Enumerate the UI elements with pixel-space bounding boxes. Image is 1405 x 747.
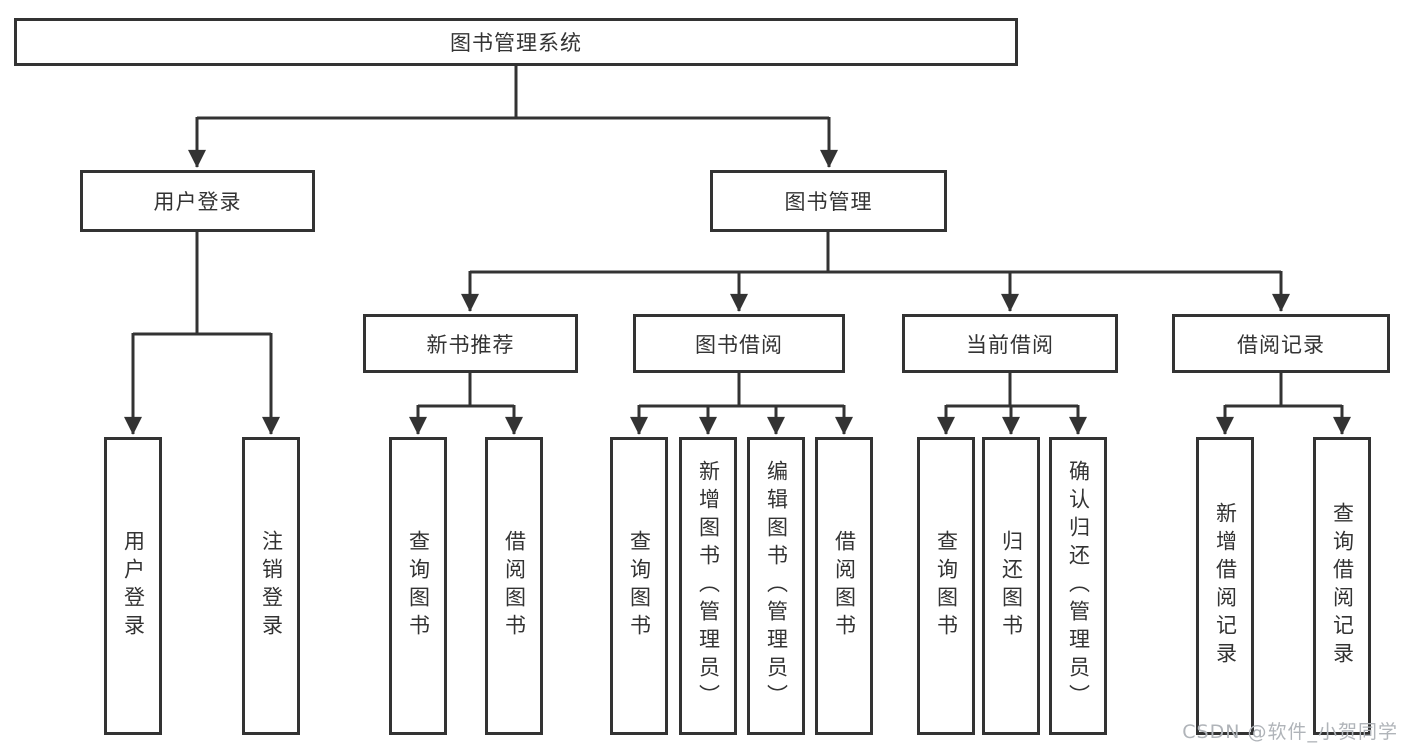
leaf-add-book-admin: 新增图书（管理员） <box>679 437 737 735</box>
leaf-confirm-return-admin: 确认归还（管理员） <box>1049 437 1107 735</box>
node-new-book-recommend: 新书推荐 <box>363 314 578 373</box>
leaf-query-books-borrow-label: 查询图书 <box>627 530 652 642</box>
node-current-borrow: 当前借阅 <box>902 314 1118 373</box>
leaf-query-borrow-record-label: 查询借阅记录 <box>1330 502 1355 670</box>
node-library-system: 图书管理系统 <box>14 18 1018 66</box>
leaf-user-login-label: 用户登录 <box>121 530 146 642</box>
node-book-borrow: 图书借阅 <box>633 314 845 373</box>
connector-current-borrow-trunk <box>946 373 1078 408</box>
leaf-add-borrow-record-label: 新增借阅记录 <box>1213 502 1238 670</box>
node-current-borrow-label: 当前借阅 <box>966 332 1054 357</box>
leaf-confirm-return-admin-label: 确认归还（管理员） <box>1066 460 1091 712</box>
leaf-query-books-recommend-label: 查询图书 <box>406 530 431 642</box>
leaf-borrow-books-recommend: 借阅图书 <box>485 437 543 735</box>
leaf-return-book-label: 归还图书 <box>999 530 1024 642</box>
connector-book-borrow-trunk <box>639 373 844 408</box>
connector-root-trunk <box>197 66 829 120</box>
leaf-add-book-admin-label: 新增图书（管理员） <box>696 460 721 712</box>
node-book-management: 图书管理 <box>710 170 947 232</box>
node-borrow-records: 借阅记录 <box>1172 314 1390 373</box>
leaf-edit-book-admin: 编辑图书（管理员） <box>747 437 805 735</box>
node-new-book-recommend-label: 新书推荐 <box>426 332 515 357</box>
leaf-query-books-current-label: 查询图书 <box>934 530 959 642</box>
leaf-logout: 注销登录 <box>242 437 300 735</box>
leaf-query-borrow-record: 查询借阅记录 <box>1313 437 1371 735</box>
leaf-borrow-books-recommend-label: 借阅图书 <box>502 530 527 642</box>
leaf-borrow-books-label: 借阅图书 <box>832 530 857 642</box>
node-library-system-label: 图书管理系统 <box>450 31 582 55</box>
connector-new-book-trunk <box>418 373 514 408</box>
node-borrow-records-label: 借阅记录 <box>1237 332 1325 357</box>
node-user-login: 用户登录 <box>80 170 315 232</box>
leaf-query-books-recommend: 查询图书 <box>389 437 447 735</box>
leaf-logout-label: 注销登录 <box>259 530 284 642</box>
connector-book-management-trunk <box>470 232 1281 274</box>
leaf-query-books-current: 查询图书 <box>917 437 975 735</box>
leaf-borrow-books: 借阅图书 <box>815 437 873 735</box>
node-book-management-label: 图书管理 <box>784 190 873 214</box>
connector-borrow-records-trunk <box>1225 373 1342 408</box>
node-user-login-label: 用户登录 <box>153 190 242 214</box>
leaf-user-login: 用户登录 <box>104 437 162 735</box>
leaf-query-books-borrow: 查询图书 <box>610 437 668 735</box>
connector-user-login-trunk <box>133 232 271 336</box>
leaf-return-book: 归还图书 <box>982 437 1040 735</box>
node-book-borrow-label: 图书借阅 <box>695 332 783 357</box>
leaf-add-borrow-record: 新增借阅记录 <box>1196 437 1254 735</box>
csdn-watermark: CSDN @软件_小贺同学 <box>1182 721 1398 743</box>
leaf-edit-book-admin-label: 编辑图书（管理员） <box>764 460 789 712</box>
